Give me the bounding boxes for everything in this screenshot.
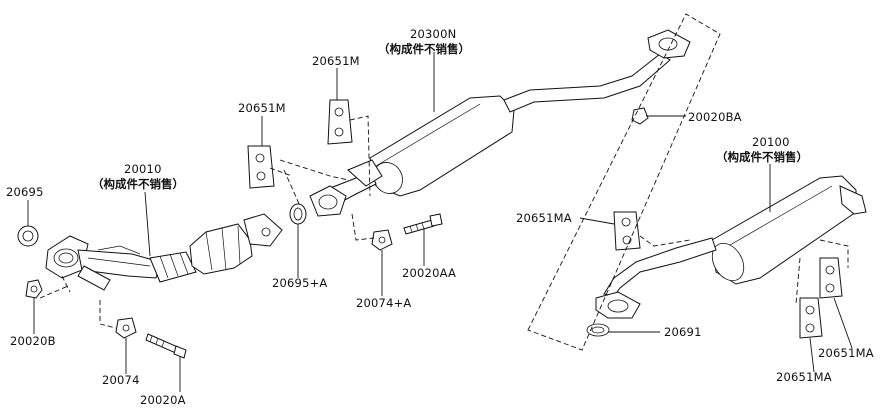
note-20300N: （构成件不销售）	[378, 42, 470, 56]
label-20010: 20010	[124, 162, 162, 176]
label-20020B: 20020B	[10, 334, 56, 348]
label-20074A: 20074+A	[356, 296, 412, 310]
stud-20020AA	[403, 213, 443, 235]
rubber-mount-20651MA-c	[799, 297, 823, 339]
gasket-20695	[17, 225, 39, 247]
label-20695: 20695	[6, 185, 44, 199]
label-20651MA-b: 20651MA	[818, 346, 874, 360]
label-20651MA-c: 20651MA	[776, 370, 832, 384]
nut-20020BA	[631, 107, 649, 125]
rubber-mount-20651MA-b	[819, 257, 843, 299]
stud-20020A	[145, 333, 187, 359]
rubber-mount-20651M-a	[327, 99, 353, 145]
label-20100: 20100	[752, 135, 790, 149]
label-20020A: 20020A	[140, 393, 186, 407]
front-exhaust-tube-catalyst	[45, 213, 283, 291]
note-20010: （构成件不销售）	[92, 177, 184, 191]
label-20651MA-a: 20651MA	[516, 211, 572, 225]
label-20691: 20691	[664, 325, 702, 339]
note-20100: （构成件不销售）	[716, 150, 808, 164]
label-20695A: 20695+A	[272, 276, 328, 290]
nut-20074	[115, 317, 137, 339]
label-20020BA: 20020BA	[688, 110, 742, 124]
nut-20074A	[371, 229, 393, 251]
label-20300N: 20300N	[410, 27, 457, 41]
center-muffler-assembly	[309, 29, 691, 217]
rubber-mount-20651M-b	[247, 145, 275, 189]
main-muffler-assembly	[586, 175, 867, 337]
label-20020AA: 20020AA	[402, 266, 457, 280]
label-20651M-a: 20651M	[312, 54, 360, 68]
nut-20020B	[25, 279, 43, 299]
rubber-mount-20651MA-a	[613, 211, 641, 251]
label-20651M-b: 20651M	[238, 101, 286, 115]
label-20074: 20074	[102, 373, 140, 387]
gasket-20695A	[289, 203, 307, 225]
